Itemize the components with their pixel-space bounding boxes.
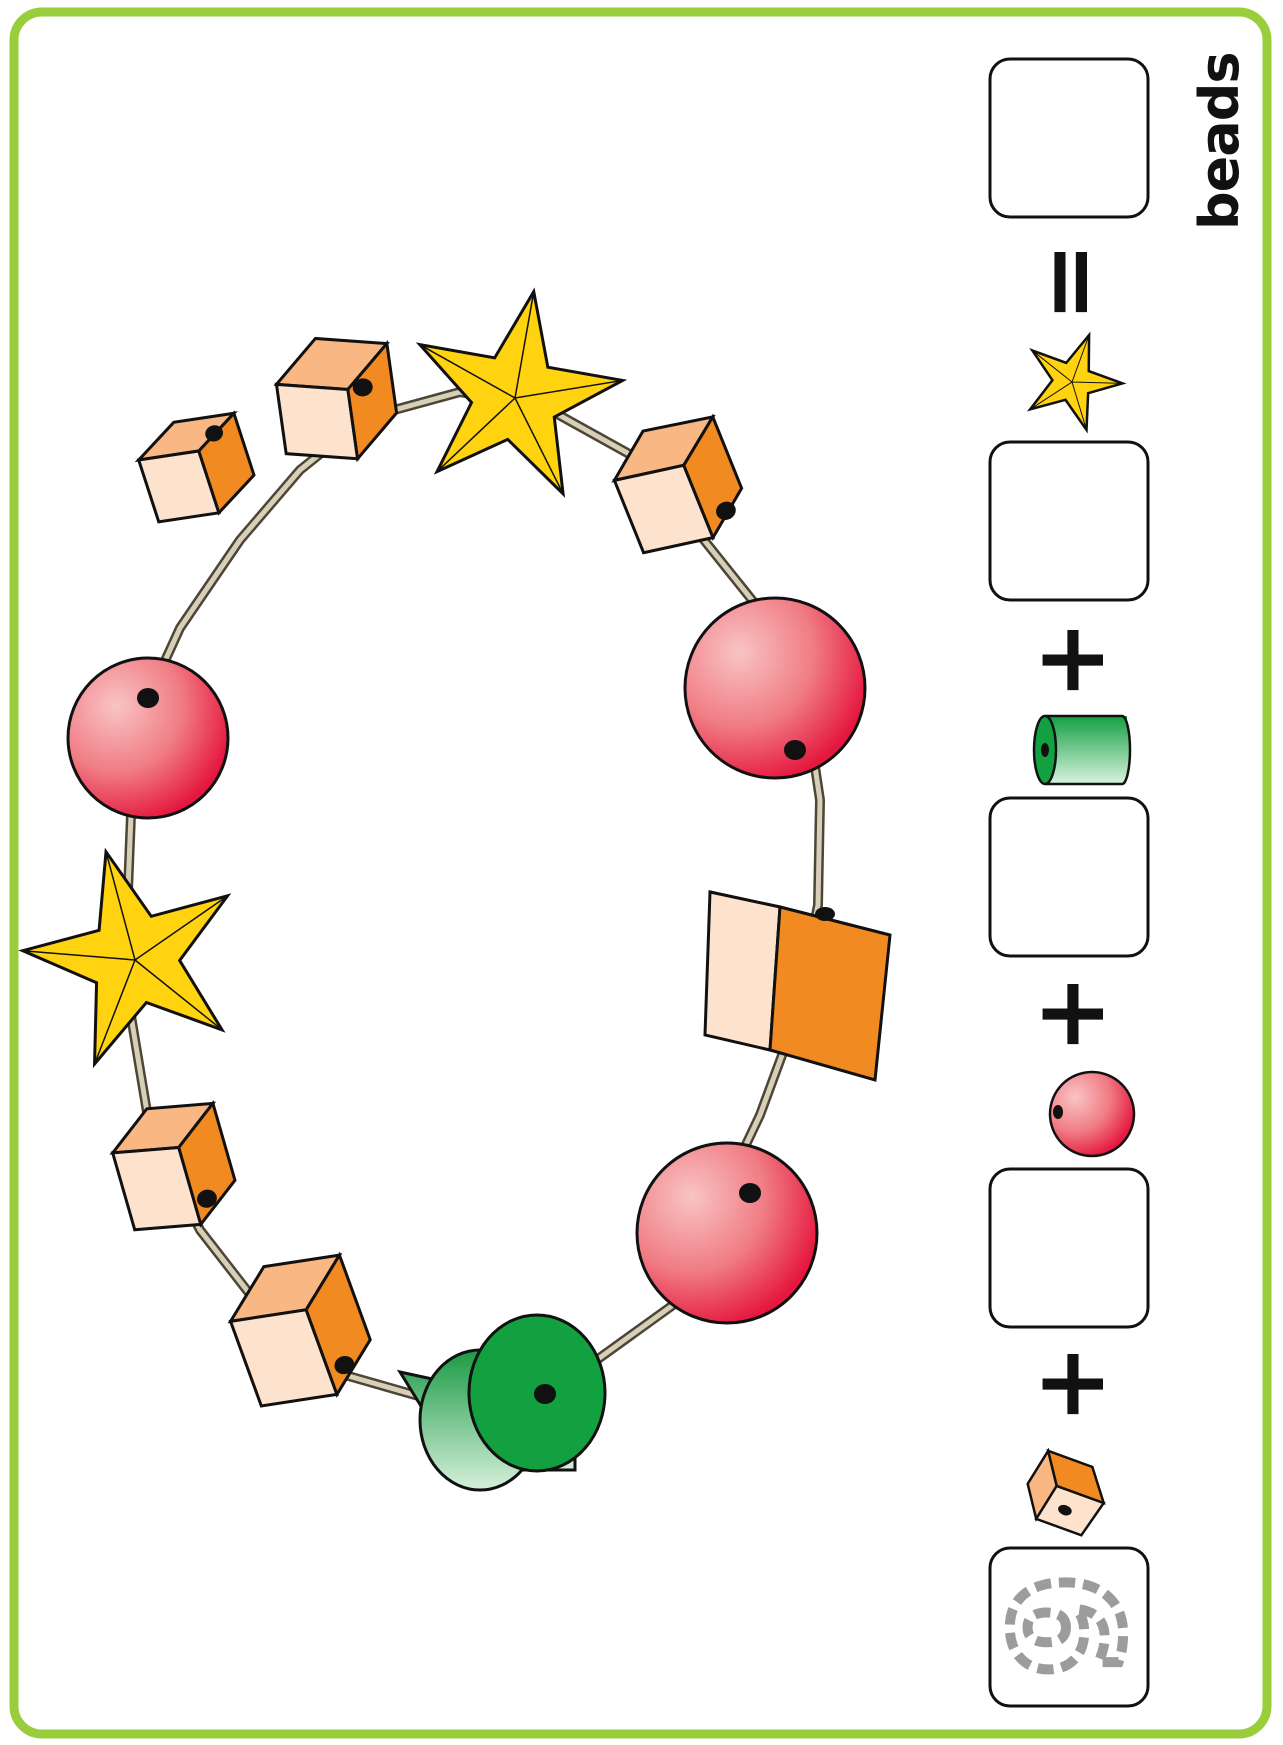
sphere-bead [683,596,867,780]
cube-bead [227,1251,372,1408]
yellow-star-icon [1026,331,1127,434]
sphere-bead [66,656,230,820]
unit-label: beads [1188,52,1251,230]
orange-cube-icon [1026,1447,1106,1537]
red-sphere-icon [1048,1070,1136,1158]
plus-sign: + [1014,1344,1126,1424]
answer-box-cube[interactable] [988,1546,1150,1708]
cube-bead [703,890,892,1082]
answer-box-cylinder[interactable] [988,796,1150,958]
cube-bead [134,410,256,524]
answer-box-total[interactable] [988,57,1150,219]
star-bead [415,287,628,498]
cube-bead [611,413,744,555]
plus-sign: + [1014,974,1126,1054]
answer-digit-9: 9 [983,1573,1157,1677]
answer-box-sphere[interactable] [988,1167,1150,1329]
star-bead [18,847,232,1069]
answer-box-star[interactable] [988,440,1150,602]
cylinder-bead [396,1313,607,1492]
equals-sign: = [1012,242,1124,322]
sphere-bead [635,1141,819,1325]
cube-bead [273,336,399,463]
plus-sign: + [1014,620,1126,700]
green-cylinder-icon [1032,714,1132,786]
cube-bead [109,1100,237,1232]
